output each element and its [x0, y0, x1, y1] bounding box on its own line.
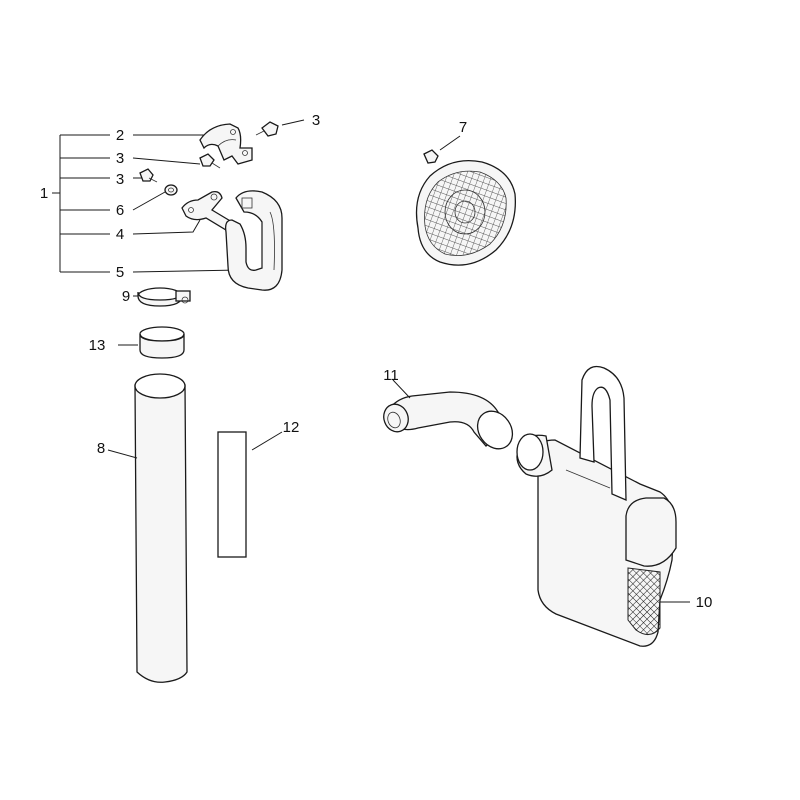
part-3-screw-lower: [139, 168, 158, 183]
part-9-hose-clamp: [137, 287, 191, 307]
callout-6: 6: [116, 202, 124, 219]
callout-4: 4: [116, 226, 124, 243]
callout-1: 1: [40, 185, 48, 202]
callout-10: 10: [696, 594, 713, 611]
callout-11: 11: [383, 367, 399, 384]
part-12-strip: [217, 431, 283, 558]
callout-13: 13: [89, 337, 106, 354]
part-11-elbow: [383, 379, 514, 450]
part-5-handle: [224, 190, 283, 291]
callout-7: 7: [459, 119, 467, 136]
callout-9: 9: [122, 288, 130, 305]
part-3-screw-top: [255, 121, 279, 137]
part-6-washer: [164, 184, 178, 196]
part-7-screw: [423, 135, 461, 164]
part-13-ring: [139, 326, 185, 359]
callout-3-middle: 3: [116, 150, 124, 167]
part-8-tube: [107, 373, 188, 683]
callout-3-lower: 3: [116, 171, 124, 188]
callout-3-top: 3: [312, 112, 320, 129]
part-10-filter-bag: [516, 365, 690, 647]
callout-8: 8: [97, 440, 105, 457]
leader-lines-handle: [118, 119, 305, 346]
part-2-bracket-clamp: [199, 123, 253, 165]
callout-2: 2: [116, 127, 124, 144]
part-3-screw-middle: [199, 153, 221, 169]
intake-grille-cover: [415, 159, 517, 266]
callout-12: 12: [283, 419, 300, 436]
part-4-lever: [181, 190, 233, 231]
group-bracket-1: [52, 134, 110, 273]
callout-5: 5: [116, 264, 124, 281]
